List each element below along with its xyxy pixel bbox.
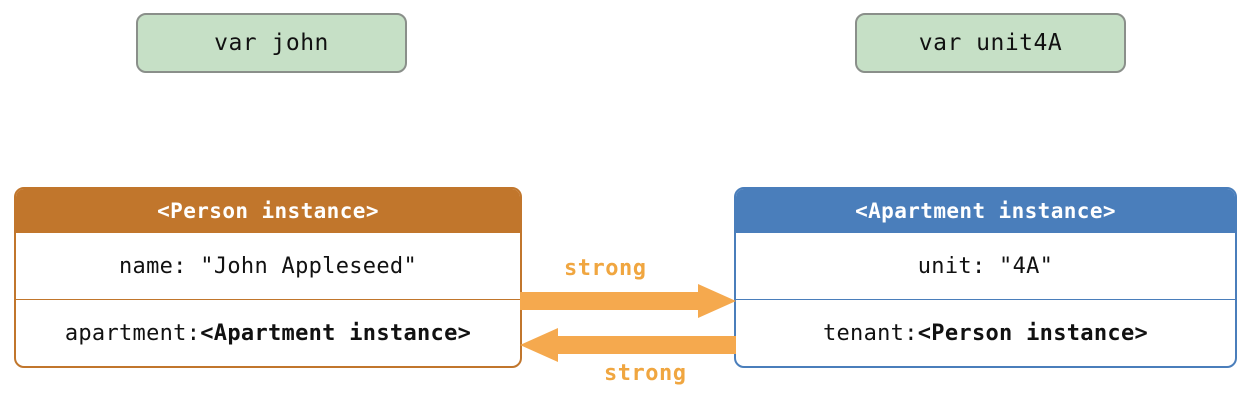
instance-header-person: <Person instance> xyxy=(16,189,520,233)
instance-row-apartment-tenant: tenant: <Person instance> xyxy=(736,299,1235,366)
instance-row-person-apartment: apartment: <Apartment instance> xyxy=(16,299,520,366)
arrow-label-strong-top: strong xyxy=(564,256,647,281)
property-value-apartment: <Apartment instance> xyxy=(200,320,472,346)
arrow-apartment-to-person-icon xyxy=(520,328,736,362)
property-name-name: name: "John Appleseed" xyxy=(119,253,417,279)
instance-row-apartment-unit: unit: "4A" xyxy=(736,233,1235,299)
property-name-tenant: tenant: xyxy=(822,320,918,346)
variable-label-john: var john xyxy=(214,30,329,56)
instance-row-person-name: name: "John Appleseed" xyxy=(16,233,520,299)
instance-box-apartment: <Apartment instance> unit: "4A" tenant: … xyxy=(734,187,1237,368)
variable-label-unit4a: var unit4A xyxy=(918,30,1063,56)
instance-box-person: <Person instance> name: "John Appleseed"… xyxy=(14,187,522,368)
arrow-person-to-apartment-icon xyxy=(520,284,736,318)
variable-box-john: var john xyxy=(136,13,407,73)
property-name-apartment: apartment: xyxy=(64,320,201,346)
instance-header-apartment: <Apartment instance> xyxy=(736,189,1235,233)
arrow-label-strong-bottom: strong xyxy=(604,361,687,386)
variable-box-unit4a: var unit4A xyxy=(855,13,1126,73)
property-value-tenant: <Person instance> xyxy=(917,320,1149,346)
property-name-unit: unit: "4A" xyxy=(917,253,1054,279)
